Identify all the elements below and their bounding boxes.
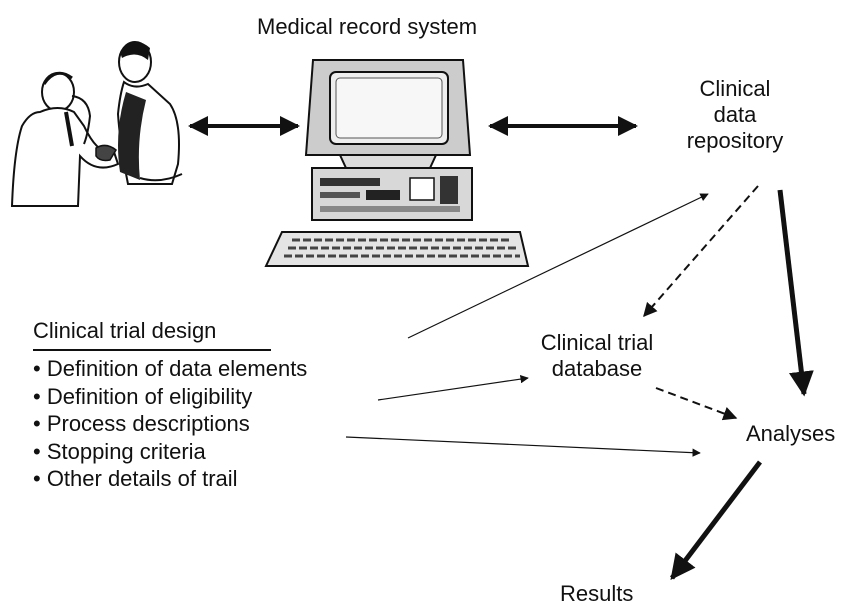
- results-label: Results: [560, 581, 634, 606]
- design-item: • Other details of trail: [33, 466, 238, 491]
- clinical-trial-database-label: Clinical trial database: [540, 330, 654, 381]
- arrow-repository-database: [643, 185, 759, 318]
- design-item-list: • Definition of data elements • Definiti…: [33, 355, 307, 493]
- design-item: • Process descriptions: [33, 411, 250, 436]
- arrow-design-repository: [407, 193, 709, 339]
- design-item: • Stopping criteria: [33, 438, 206, 464]
- arrow-analyses-results: [670, 460, 762, 580]
- arrow-design-database: [377, 374, 529, 401]
- design-item: • Definition of eligibility: [33, 383, 253, 409]
- arrow-database-analyses: [655, 387, 738, 421]
- medical-record-system-label: Medical record system: [257, 14, 478, 39]
- arrow-repository-analyses: [777, 189, 814, 397]
- doctor-patient-illustration: [10, 41, 183, 207]
- analyses-label: Analyses: [746, 421, 836, 446]
- arrow-design-analyses: [345, 436, 701, 457]
- clinical-trial-design-title: Clinical trial design: [33, 317, 271, 351]
- design-item: • Definition of data elements: [33, 356, 308, 381]
- computer-illustration: [264, 59, 530, 267]
- clinical-trial-design-block: Clinical trial design • Definition of da…: [33, 317, 307, 493]
- clinical-data-repository-label: Clinical data repository: [686, 76, 784, 153]
